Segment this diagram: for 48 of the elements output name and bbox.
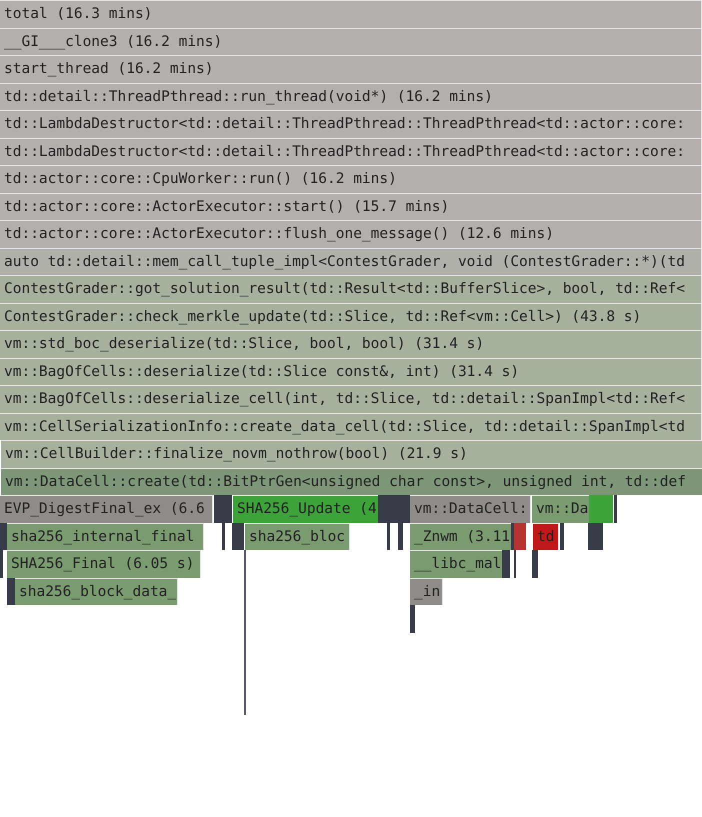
stack-frame-bar: ContestGrader::got_solution_result(td::Result<td::BufferSlice>, bool, td::Ref< <box>0 275 702 302</box>
stack-frame-bar: td::detail::ThreadPthread::run_thread(void*) (16.2 mins) <box>0 82 702 110</box>
stack-frame-bar: __GI___clone3 (16.2 mins) <box>0 28 702 55</box>
stack-frame-bar: td::actor::core::CpuWorker::run() (16.2 mins) <box>0 165 702 192</box>
stack-frame-bar <box>511 522 514 550</box>
stack-frame-bar <box>378 495 410 522</box>
stack-frame-bar: start_thread (16.2 mins) <box>0 55 702 82</box>
stack-frame-bar <box>232 522 244 550</box>
stack-frame-bar <box>0 550 3 578</box>
stack-frame-bar: vm::DataCell::create(td::BitPtrGen<unsigned char const>, unsigned int, td::def <box>1 468 702 495</box>
stack-frame-bar <box>588 522 603 550</box>
stack-frame-bar: sha256_bloc <box>245 522 350 550</box>
stack-frame-bar <box>0 522 7 550</box>
stack-frame-bar: sha256_block_data_ <box>15 578 178 605</box>
stack-frame-bar: td::LambdaDestructor<td::detail::ThreadPthread::ThreadPthread<td::actor::core: <box>0 138 702 165</box>
stack-frame-bar <box>410 605 415 632</box>
stack-frame-bar <box>532 550 538 578</box>
stack-frame-bar <box>514 522 526 550</box>
stack-frame-bar: vm::DataCell: <box>410 495 531 522</box>
stack-frame-bar: _in <box>410 578 443 605</box>
stack-frame-bar <box>589 495 613 522</box>
stack-frame-bar: SHA256_Final (6.05 s) <box>7 550 201 578</box>
stack-frame-bar: vm::CellSerializationInfo::create_data_cell(td::Slice, td::detail::SpanImpl<td <box>0 412 702 440</box>
stack-frame-bar <box>398 522 403 550</box>
stack-frame-bar: EVP_DigestFinal_ex (6.6 <box>0 495 213 522</box>
stack-frame-bar: vm::std_boc_deserialize(td::Slice, bool, bool) (31.4 s) <box>0 330 702 358</box>
stack-frame-bar: td::actor::core::ActorExecutor::start() (15.7 mins) <box>0 192 702 220</box>
stack-frame-bar: vm::Da <box>532 495 590 522</box>
stack-frame-bar: ContestGrader::check_merkle_update(td::Slice, td::Ref<vm::Cell>) (43.8 s) <box>0 302 702 330</box>
stack-frame-bar: __libc_mal <box>410 550 503 578</box>
stack-frame-bar <box>222 522 225 550</box>
stack-frame-bar: auto td::detail::mem_call_tuple_impl<ContestGrader, void (ContestGrader::*)(td <box>0 248 702 275</box>
stack-frame-bar: vm::BagOfCells::deserialize(td::Slice const&, int) (31.4 s) <box>0 358 702 385</box>
stack-frame-bar: td::LambdaDestructor<td::detail::ThreadPthread::ThreadPthread<td::actor::core: <box>0 110 702 138</box>
stack-frame-bar <box>502 550 510 578</box>
stack-frame-bar <box>614 495 617 522</box>
stack-frame-bar <box>387 522 390 550</box>
stack-frame-bar: _Znwm (3.11 <box>410 522 512 550</box>
stack-frame-bar: td <box>533 522 559 550</box>
stack-frame-bar <box>214 495 232 522</box>
stack-frame-bar: SHA256_Update (4 <box>233 495 379 522</box>
stack-frame-bar <box>560 522 564 550</box>
stack-frame-bar <box>7 578 15 605</box>
stack-frame-bar: vm::CellBuilder::finalize_novm_nothrow(bool) (21.9 s) <box>1 440 702 468</box>
stack-frame-bar: vm::BagOfCells::deserialize_cell(int, td::Slice, td::detail::SpanImpl<td::Ref< <box>0 385 702 412</box>
stack-frame-bar: total (16.3 mins) <box>0 0 702 28</box>
stack-frame-bar: td::actor::core::ActorExecutor::flush_one_message() (12.6 mins) <box>0 220 702 248</box>
stack-frame-bar: sha256_internal_final <box>7 522 204 550</box>
